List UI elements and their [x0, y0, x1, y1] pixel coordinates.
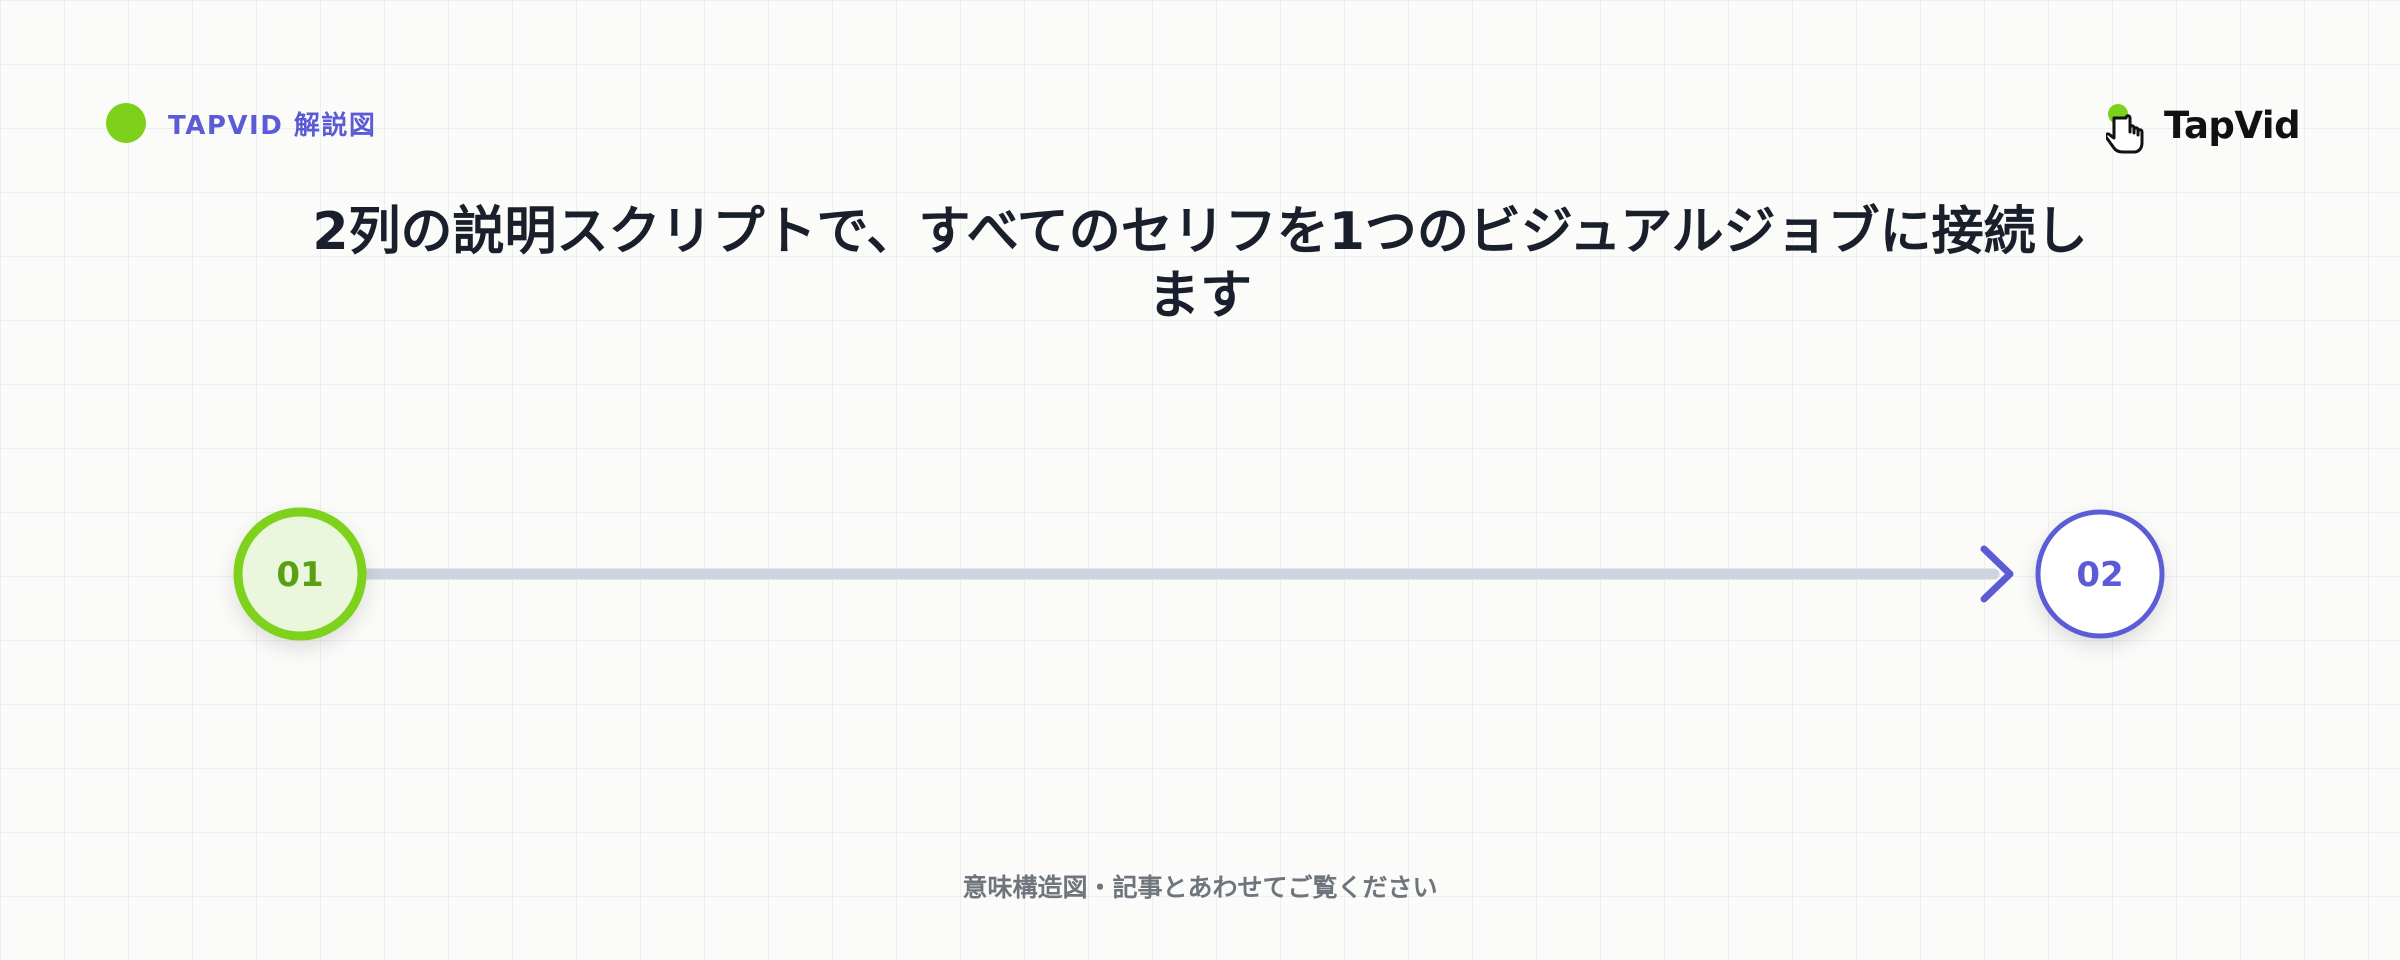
step-node-02[interactable]: 02 — [2035, 509, 2165, 639]
step-node-01-label: 01 — [276, 555, 323, 595]
page-title: 2列の説明スクリプトで、すべてのセリフを1つのビジュアルジョブに接続します — [312, 202, 2088, 326]
logo-text: TapVid — [2164, 104, 2301, 147]
step-node-02-label: 02 — [2076, 555, 2123, 595]
tapvid-logo[interactable]: TapVid — [2106, 102, 2301, 158]
header-tag: TAPVID 解説図 — [106, 103, 376, 143]
tag-dot-icon — [106, 103, 146, 143]
tag-label: TAPVID 解説図 — [168, 110, 377, 141]
step-node-01[interactable]: 01 — [233, 507, 367, 641]
footer-caption: 意味構造図・記事とあわせてご覧ください — [962, 873, 1438, 902]
pointer-hand-icon — [2106, 104, 2144, 154]
arrow-head-icon — [1980, 545, 2014, 603]
